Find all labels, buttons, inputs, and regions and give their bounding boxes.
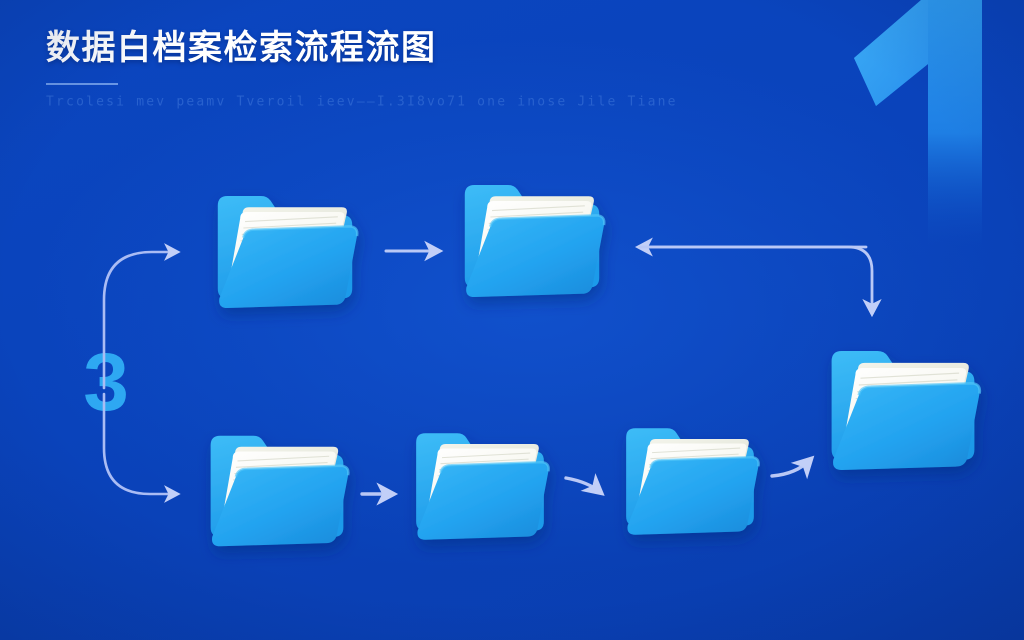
arrow-entry-top: [102, 243, 181, 390]
folder-icon-1[interactable]: [216, 194, 359, 310]
arrow-folder4-to-folder5: [564, 473, 605, 496]
header-block: 数据白档案检索流程流图 Trcolesi mev peamv Tveroil i…: [46, 26, 746, 110]
decorative-numeral-one: [854, 0, 982, 246]
page-subtitle: Trcolesi mev peamv Tveroil ieev——I.3I8vo…: [46, 94, 678, 110]
folder-icon-2[interactable]: [463, 183, 606, 299]
page-title: 数据白档案检索流程流图: [46, 29, 437, 67]
connector-right-elbow: [634, 237, 882, 318]
folder-icon-4[interactable]: [414, 432, 550, 541]
folder-icon-5[interactable]: [624, 427, 760, 536]
arrow-entry-bottom: [102, 392, 181, 503]
connector-entry-branch: [102, 243, 181, 503]
folder-icon-6[interactable]: [830, 349, 982, 472]
folder-icon-3[interactable]: [209, 434, 350, 548]
decorative-numeral-three: 3: [83, 337, 129, 428]
arrow-down-to-folder6: [862, 299, 882, 318]
title-underline-rule: [46, 83, 118, 85]
arrow-folder5-to-folder6: [770, 455, 815, 480]
